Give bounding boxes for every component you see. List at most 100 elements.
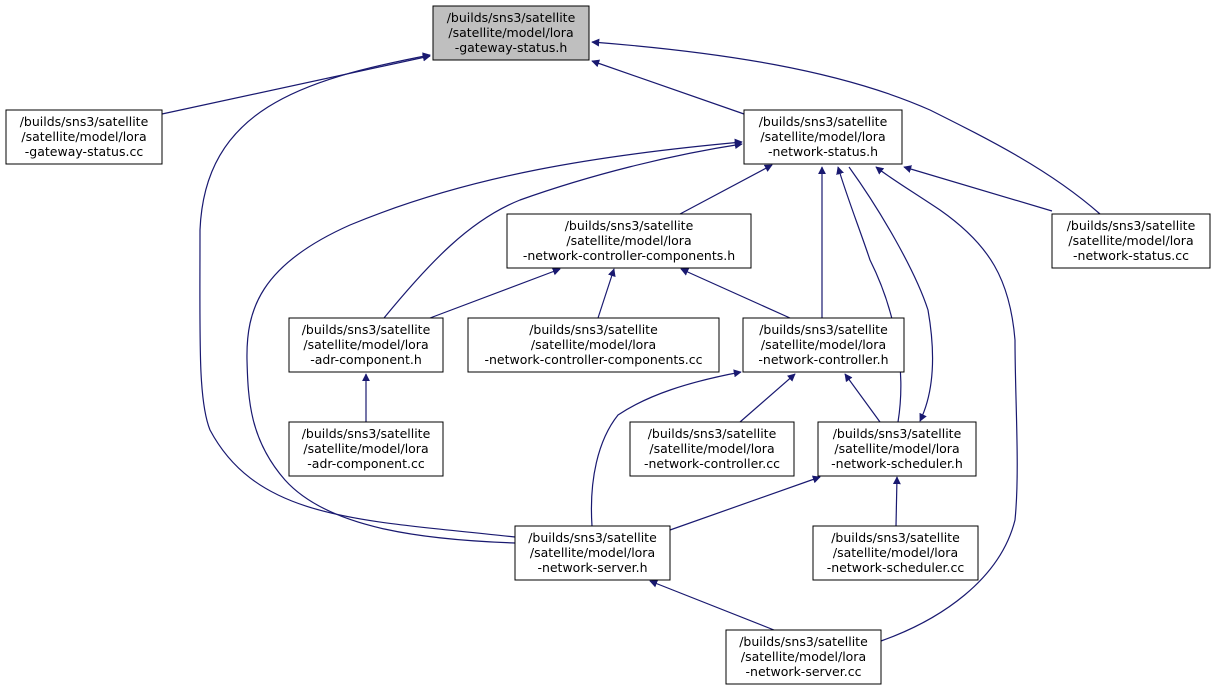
- node-nsch-cc[interactable]: /builds/sns3/satellite/satellite/model/l…: [812, 525, 979, 581]
- node-ns-h[interactable]: /builds/sns3/satellite/satellite/model/l…: [743, 109, 903, 165]
- node-nsrv-cc[interactable]: /builds/sns3/satellite/satellite/model/l…: [725, 629, 882, 685]
- edge-line: [590, 369, 742, 527]
- node-label-line: /satellite/model/lora: [303, 441, 428, 456]
- node-label-line: -adr-component.cc: [307, 456, 425, 471]
- nodes-layer: /builds/sns3/satellite/satellite/model/l…: [5, 5, 1211, 685]
- node-nsrv-h[interactable]: /builds/sns3/satellite/satellite/model/l…: [514, 525, 671, 581]
- edge-line: [161, 53, 431, 115]
- node-box: [743, 109, 903, 165]
- node-label-line: /builds/sns3/satellite: [528, 530, 657, 545]
- edge-ns_cc-to-gw_h: [591, 38, 1101, 215]
- edge-ns_cc-to-ns_h: [903, 165, 1053, 212]
- node-label-line: /satellite/model/lora: [566, 233, 691, 248]
- node-box: [742, 317, 905, 373]
- edge-line: [649, 579, 775, 631]
- node-label-line: /satellite/model/lora: [761, 337, 886, 352]
- node-label-line: /satellite/model/lora: [649, 441, 774, 456]
- edge-adr_h-to-ncc_h: [429, 267, 561, 319]
- edge-adr_h-to-ns_h: [383, 141, 743, 319]
- edge-nsch_cc-to-nsch_h: [892, 476, 901, 527]
- edge-line: [246, 138, 743, 544]
- node-ncc-cc[interactable]: /builds/sns3/satellite/satellite/model/l…: [467, 317, 720, 373]
- edge-gw_cc-to-gw_h: [161, 53, 431, 115]
- node-adr-cc[interactable]: /builds/sns3/satellite/satellite/model/l…: [288, 421, 444, 477]
- node-label-line: /builds/sns3/satellite: [648, 426, 777, 441]
- node-gw-h[interactable]: /builds/sns3/satellite/satellite/model/l…: [432, 5, 590, 61]
- edge-line: [875, 166, 1018, 642]
- node-nsch-h[interactable]: /builds/sns3/satellite/satellite/model/l…: [817, 421, 977, 477]
- edge-nsch_h-to-nc_h: [844, 373, 881, 423]
- node-box: [1051, 213, 1211, 269]
- node-label-line: -network-server.cc: [746, 664, 862, 679]
- node-label-line: -network-scheduler.h: [831, 456, 963, 471]
- node-label-line: /satellite/model/lora: [741, 649, 866, 664]
- node-label-line: /builds/sns3/satellite: [20, 114, 149, 129]
- node-label-line: -network-controller.h: [758, 352, 888, 367]
- edge-line: [836, 166, 902, 423]
- edge-line: [680, 268, 791, 319]
- node-label-line: /satellite/model/lora: [531, 337, 656, 352]
- edge-line: [739, 373, 796, 423]
- node-box: [288, 317, 444, 373]
- node-label-line: -gateway-status.h: [455, 40, 568, 55]
- edge-nc_cc-to-nc_h: [739, 373, 796, 423]
- node-label-line: /builds/sns3/satellite: [447, 10, 576, 25]
- node-label-line: /satellite/model/lora: [1068, 233, 1193, 248]
- edge-ns_h-to-nsch_h: [848, 166, 934, 422]
- node-label-line: /builds/sns3/satellite: [833, 426, 962, 441]
- edge-line: [903, 165, 1053, 212]
- edges-layer: [161, 38, 1101, 642]
- edge-line: [848, 166, 934, 422]
- node-label-line: -network-scheduler.cc: [827, 560, 965, 575]
- node-box: [817, 421, 977, 477]
- node-label-line: /satellite/model/lora: [834, 441, 959, 456]
- node-adr-h[interactable]: /builds/sns3/satellite/satellite/model/l…: [288, 317, 444, 373]
- node-label-line: -network-status.cc: [1073, 248, 1189, 263]
- node-box: [812, 525, 979, 581]
- edge-nsrv_h-to-nc_h: [590, 369, 742, 527]
- node-label-line: /builds/sns3/satellite: [302, 426, 431, 441]
- node-gw-cc[interactable]: /builds/sns3/satellite/satellite/model/l…: [5, 109, 163, 165]
- node-label-line: /satellite/model/lora: [448, 25, 573, 40]
- node-label-line: /satellite/model/lora: [760, 129, 885, 144]
- node-box: [467, 317, 720, 373]
- node-label-line: /builds/sns3/satellite: [302, 322, 431, 337]
- node-label-line: -network-server.h: [537, 560, 647, 575]
- node-label-line: /builds/sns3/satellite: [565, 218, 694, 233]
- node-ns-cc[interactable]: /builds/sns3/satellite/satellite/model/l…: [1051, 213, 1211, 269]
- node-box: [514, 525, 671, 581]
- node-box: [725, 629, 882, 685]
- edge-line: [597, 268, 616, 319]
- edge-nsrv_h-to-ns_h: [246, 138, 743, 544]
- edge-nsrv_cc-to-ns_h: [875, 166, 1018, 642]
- node-label-line: -network-controller.cc: [644, 456, 780, 471]
- edge-line: [591, 38, 1101, 215]
- edge-ncc_cc-to-ncc_h: [597, 268, 616, 319]
- node-label-line: /builds/sns3/satellite: [529, 322, 658, 337]
- node-label-line: /builds/sns3/satellite: [831, 530, 960, 545]
- edge-nsrv_cc-to-nsrv_h: [649, 579, 775, 631]
- edge-line: [679, 164, 773, 215]
- node-label-line: /satellite/model/lora: [21, 129, 146, 144]
- node-label-line: /builds/sns3/satellite: [1067, 218, 1196, 233]
- node-box: [506, 213, 752, 269]
- edge-ncc_h-to-ns_h: [679, 164, 773, 215]
- node-nc-cc[interactable]: /builds/sns3/satellite/satellite/model/l…: [629, 421, 795, 477]
- node-label-line: /builds/sns3/satellite: [759, 322, 888, 337]
- node-nc-h[interactable]: /builds/sns3/satellite/satellite/model/l…: [742, 317, 905, 373]
- edge-line: [844, 373, 881, 423]
- node-label-line: -network-controller-components.h: [523, 248, 735, 263]
- node-label-line: -adr-component.h: [310, 352, 422, 367]
- edge-line: [669, 475, 821, 531]
- node-label-line: -gateway-status.cc: [25, 144, 144, 159]
- node-label-line: /satellite/model/lora: [833, 545, 958, 560]
- node-label-line: -network-controller-components.cc: [484, 352, 702, 367]
- node-label-line: -network-status.h: [768, 144, 878, 159]
- node-ncc-h[interactable]: /builds/sns3/satellite/satellite/model/l…: [506, 213, 752, 269]
- edge-nsrv_h-to-nsch_h: [669, 475, 821, 531]
- edge-line: [383, 141, 743, 319]
- node-box: [432, 5, 590, 61]
- edge-line: [591, 59, 745, 115]
- node-label-line: /builds/sns3/satellite: [759, 114, 888, 129]
